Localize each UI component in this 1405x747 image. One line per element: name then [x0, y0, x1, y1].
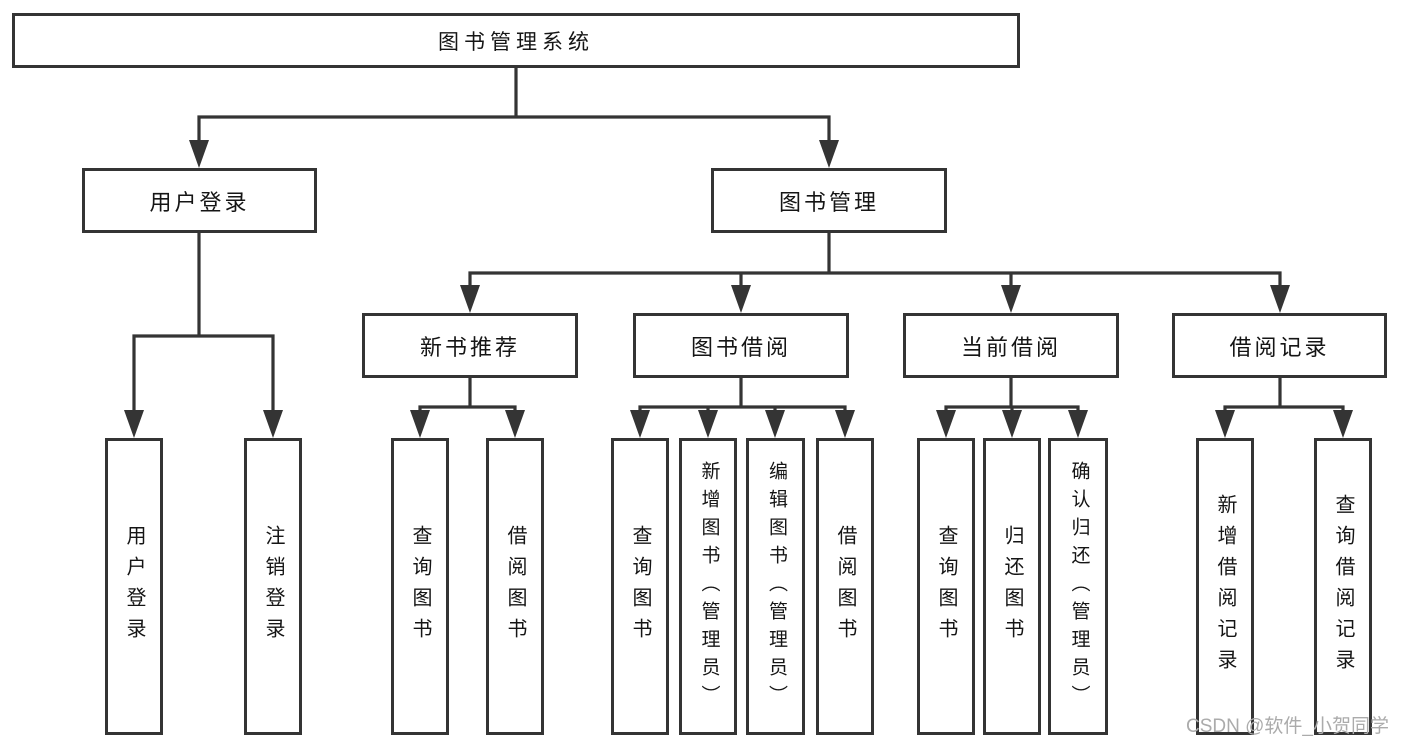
node-label: 当前借阅: [960, 334, 1061, 360]
connector-book-management-children: [460, 231, 1290, 313]
leaf-confirm-return-admin: 确认归还（管理员）: [1048, 438, 1108, 735]
connector-user-login-children: [124, 231, 283, 438]
leaf-logout: 注销登录: [244, 438, 302, 735]
leaf-query-books-recommend: 查询图书: [391, 438, 449, 735]
leaf-add-borrow-record: 新增借阅记录: [1196, 438, 1254, 735]
node-label: 查询图书: [629, 524, 651, 649]
node-label: 查询图书: [935, 524, 957, 649]
node-label: 图书管理系统: [438, 30, 594, 54]
leaf-return-books: 归还图书: [983, 438, 1041, 735]
node-book-borrowing: 图书借阅: [633, 313, 849, 378]
leaf-borrow-books-borrowing: 借阅图书: [816, 438, 874, 735]
node-label: 借阅图书: [504, 524, 526, 649]
leaf-borrow-books-recommend: 借阅图书: [486, 438, 544, 735]
node-label: 借阅图书: [834, 524, 856, 649]
node-label: 图书借阅: [690, 334, 791, 360]
leaf-query-books-borrowing: 查询图书: [611, 438, 669, 735]
node-user-login: 用户登录: [82, 168, 317, 233]
node-label: 新增借阅记录: [1214, 493, 1236, 680]
node-current-borrowing: 当前借阅: [903, 313, 1119, 378]
node-library-management-system: 图书管理系统: [12, 13, 1020, 68]
node-label: 用户登录: [149, 189, 250, 215]
leaf-edit-books-admin: 编辑图书（管理员）: [746, 438, 805, 735]
node-new-book-recommendation: 新书推荐: [362, 313, 578, 378]
connector-current-borrowing-children: [936, 376, 1088, 438]
leaf-query-borrow-record: 查询借阅记录: [1314, 438, 1372, 735]
node-label: 确认归还（管理员）: [1068, 460, 1090, 713]
node-label: 图书管理: [778, 189, 879, 215]
leaf-user-login: 用户登录: [105, 438, 163, 735]
node-label: 新增图书（管理员）: [698, 460, 720, 713]
leaf-query-books-current: 查询图书: [917, 438, 975, 735]
connector-borrow-records-children: [1215, 376, 1353, 438]
connector-root-to-level2: [189, 66, 839, 168]
connector-book-borrowing-children: [630, 376, 855, 438]
node-label: 查询借阅记录: [1332, 493, 1354, 680]
node-label: 用户登录: [123, 524, 145, 649]
node-borrowing-records: 借阅记录: [1172, 313, 1387, 378]
node-label: 归还图书: [1001, 524, 1023, 649]
csdn-watermark: CSDN @软件_小贺同学: [1186, 716, 1389, 737]
node-label: 注销登录: [262, 524, 284, 649]
node-label: 借阅记录: [1229, 334, 1330, 360]
node-label: 新书推荐: [419, 334, 520, 360]
leaf-add-books-admin: 新增图书（管理员）: [679, 438, 737, 735]
connector-new-book-children: [410, 376, 525, 438]
node-label: 编辑图书（管理员）: [765, 460, 787, 713]
node-book-management: 图书管理: [711, 168, 947, 233]
node-label: 查询图书: [409, 524, 431, 649]
